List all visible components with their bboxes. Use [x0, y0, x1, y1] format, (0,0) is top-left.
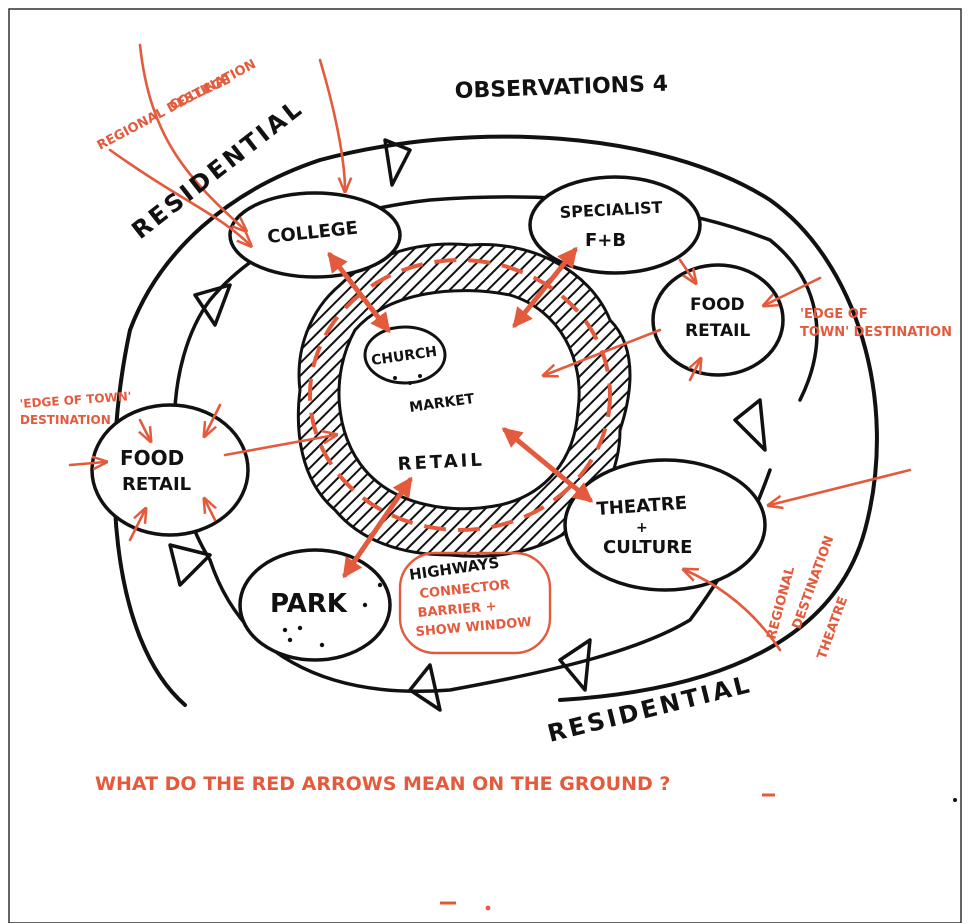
ring-arrow-lower-left: [168, 543, 212, 587]
arrow-retail-theatre: [501, 427, 594, 503]
theatre-label-culture: CULTURE: [603, 537, 692, 558]
retail-label: RETAIL: [397, 449, 485, 475]
park-label: PARK: [270, 589, 348, 619]
red-dashed-loop: [308, 258, 612, 532]
highways-bubble: [398, 551, 552, 655]
arrow-college-church: [327, 251, 391, 334]
edge-right-note-2: TOWN' DESTINATION: [800, 325, 952, 340]
market-label: MARKET: [408, 391, 476, 416]
ring-arrow-right: [733, 398, 767, 452]
church-node: [363, 325, 447, 385]
food-retail-right-label: FOOD: [690, 295, 745, 315]
food-retail-right-label-2: RETAIL: [685, 321, 750, 341]
highways-note-1: CONNECTOR: [419, 578, 511, 602]
outer-ring: [112, 134, 879, 707]
question-note: WHAT DO THE RED ARROWS MEAN ON THE GROUN…: [95, 773, 670, 795]
arrow-specialist-retail: [512, 246, 578, 329]
red-arrows: [327, 246, 594, 579]
sheet-border: [8, 8, 962, 923]
specialist-label-fb: F+B: [585, 230, 626, 251]
arrow-retail-park: [342, 476, 413, 579]
ring-arrow-bottom-right: [558, 638, 592, 692]
food-retail-left-label-2: RETAIL: [122, 474, 191, 495]
edge-right-note: 'EDGE OF: [800, 307, 868, 322]
park-dots: [282, 582, 383, 648]
regional-theatre-note-1: REGIONAL: [764, 565, 798, 641]
church-dots: [393, 374, 422, 385]
regional-college-note-2: COLLEGE: [167, 72, 233, 113]
food-retail-left-label: FOOD: [120, 446, 184, 470]
ring-arrow-bottom: [408, 663, 442, 712]
food-retail-right-node: [651, 263, 785, 377]
edge-left-note: 'EDGE OF TOWN': [19, 389, 132, 411]
regional-theatre-note-3: THEATRE: [815, 595, 851, 662]
ring-arrow-top: [383, 138, 412, 187]
theatre-label-plus: +: [636, 520, 648, 536]
edge-left-note-2: DESTINATION: [20, 413, 111, 427]
red-thin-arrows: [68, 43, 912, 652]
highways-note-2: BARRIER +: [417, 599, 497, 621]
food-retail-left-node: [90, 403, 250, 537]
specialist-node: [528, 175, 702, 275]
page-title: OBSERVATIONS 4: [454, 72, 668, 104]
ring-arrow-left: [193, 283, 232, 327]
stray-dot: [485, 905, 491, 911]
theatre-node: [563, 458, 767, 592]
stray-dot-right: [953, 798, 957, 802]
